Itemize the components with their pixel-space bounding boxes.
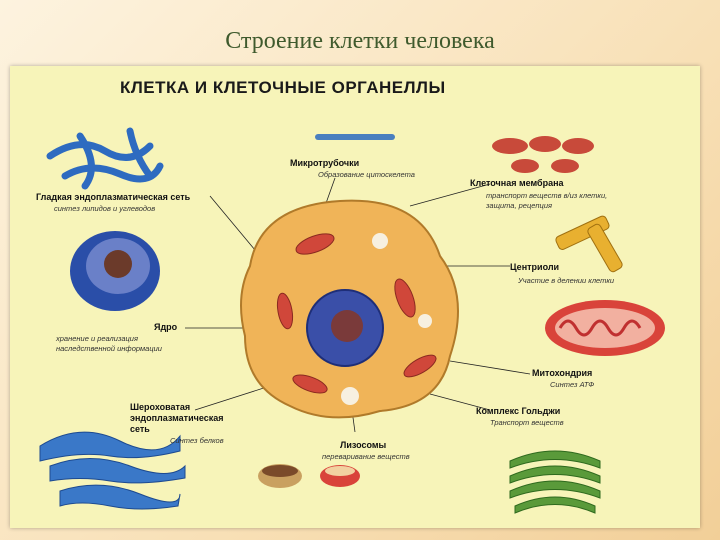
label-centrioles: Центриоли [510, 262, 559, 272]
label-membrane: Клеточная мембрана [470, 178, 564, 188]
label-mitochondria: Митохондрия [532, 368, 592, 378]
diagram-panel: КЛЕТКА И КЛЕТОЧНЫЕ ОРГАНЕЛЛЫ [10, 66, 700, 528]
sub-rough-er: Синтез белков [170, 436, 224, 445]
label-lysosomes: Лизосомы [340, 440, 386, 450]
microtubule-illustration [315, 134, 395, 140]
sub-microtubules: Образование цитоскелета [318, 170, 415, 179]
membrane-illustration [492, 136, 594, 173]
label-smooth-er: Гладкая эндоплазматическая сеть [36, 192, 190, 202]
sub-membrane-1: транспорт веществ в/из клетки, [486, 191, 607, 200]
sub-centrioles: Участие в делении клетки [518, 276, 614, 285]
label-rough-er-2: эндоплазматическая [130, 413, 224, 423]
label-rough-er-3: сеть [130, 424, 150, 434]
rough-er-illustration [40, 432, 185, 509]
smooth-er-illustration [50, 131, 160, 186]
sub-nucleus-1: хранение и реализация [56, 334, 138, 343]
cell-body [241, 201, 458, 418]
centriole-illustration [555, 215, 624, 273]
sub-lysosomes: переваривание веществ [322, 452, 410, 461]
lysosome-illustration [258, 464, 360, 488]
sub-golgi: Транспорт веществ [490, 418, 564, 427]
sub-smooth-er: синтез липидов и углеводов [54, 204, 155, 213]
sub-membrane-2: защита, рецепция [486, 201, 552, 210]
label-microtubules: Микротрубочки [290, 158, 359, 168]
slide-title: Строение клетки человека [0, 28, 720, 55]
sub-nucleus-2: наследственной информации [56, 344, 162, 353]
golgi-illustration [510, 451, 600, 513]
label-golgi: Комплекс Гольджи [476, 406, 560, 416]
label-nucleus: Ядро [154, 322, 177, 332]
sub-mitochondria: Синтез АТФ [550, 380, 594, 389]
nucleus-illustration [70, 231, 160, 311]
mitochondria-illustration [545, 300, 665, 356]
label-rough-er-1: Шероховатая [130, 402, 190, 412]
